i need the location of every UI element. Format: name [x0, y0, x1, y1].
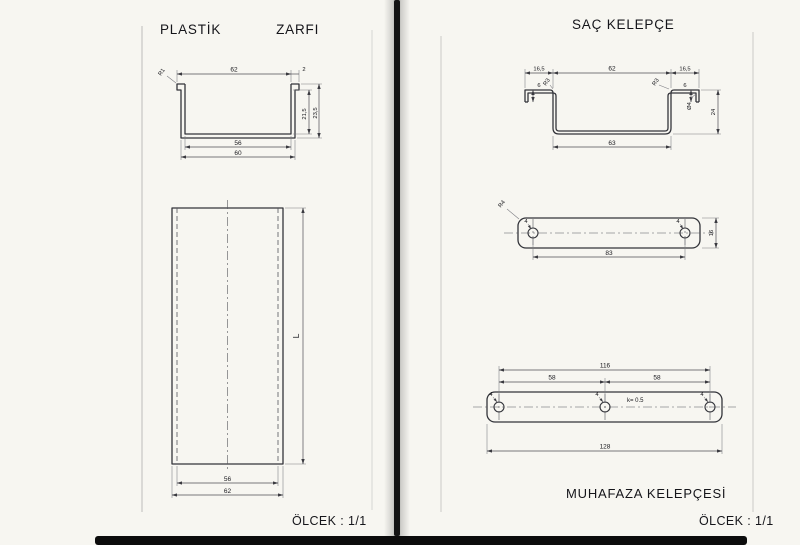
dim-chain-top: [524, 69, 700, 88]
hole-leader-center: [598, 396, 604, 403]
dim-inner-depth: [293, 89, 312, 135]
channel-profile: [176, 83, 300, 139]
left-page-title: PLASTİK ZARFI: [160, 22, 319, 37]
plastic-envelope-front-view: L 56 62: [171, 200, 306, 498]
dim-label-k-factor: k= 0.5: [627, 398, 644, 404]
right-page-title: SAÇ KELEPÇE: [572, 17, 675, 32]
dim-length-total: [486, 424, 723, 454]
dim-label-lip: 2: [302, 67, 305, 73]
right-scale-label: ÖLCEK : 1/1: [699, 514, 774, 528]
dim-label-span-right: 58: [653, 375, 661, 382]
dim-span-halves: [498, 378, 711, 402]
dim-label-span-total: 116: [600, 363, 611, 370]
dim-label-top-width: 62: [230, 67, 238, 74]
left-title-word-1: PLASTİK: [160, 22, 222, 37]
dim-label-lip-right: 6: [683, 83, 686, 89]
plastic-channel-section-view: 62 2 R1 21,5 23,5 56 60: [158, 67, 322, 160]
left-scale-label: ÖLCEK : 1/1: [292, 514, 367, 528]
right-page-fold-line: [440, 36, 442, 512]
hole-leader-right: [703, 396, 709, 403]
dim-label-inner-width: 56: [224, 476, 232, 483]
clamp-section-view: 16,5 62 16,5 6 6 R3 R3 Ø4 24: [524, 66, 721, 150]
hole-right: [679, 227, 691, 239]
dim-span-total: [498, 366, 711, 402]
dim-label-lip-left: 6: [537, 83, 540, 89]
radius-leader-r1: [166, 75, 177, 84]
hole-leader-right: [679, 223, 684, 230]
envelope-outline: [171, 200, 284, 472]
dim-label-inner-width: 56: [234, 140, 242, 147]
dim-label-length-total: 128: [600, 444, 611, 451]
dim-label-outer-height: 23,5: [313, 107, 319, 118]
right-page-edge: [752, 32, 754, 512]
dim-label-hole-right: 4: [700, 392, 704, 398]
dim-length: [285, 207, 306, 465]
dim-outer-height: [297, 83, 322, 139]
dim-label-hole-left: 4: [489, 392, 493, 398]
guard-outline: [473, 391, 736, 423]
hole-leader-left: [527, 223, 532, 230]
radius-leader-r3-left: [549, 84, 554, 90]
left-page-right-edge: [371, 30, 373, 510]
dim-label-hole-dia: Ø4: [687, 101, 693, 110]
dim-label-top-width: 62: [608, 66, 616, 73]
hole-left: [527, 227, 539, 239]
dim-label-r1: R1: [158, 68, 167, 78]
dim-label-flange-right: 16,5: [679, 67, 690, 73]
dim-inner-width: [176, 466, 279, 486]
dim-height: [673, 89, 721, 135]
dim-inner-width: [184, 136, 292, 150]
clamp-outline: [504, 217, 714, 249]
dim-bottom-width: [552, 136, 672, 150]
guard-clamp-top-view: 116 58 58 4 4 4 k= 0.5 128: [473, 363, 736, 454]
dim-label-length: L: [291, 333, 301, 338]
radius-leader-r4: [506, 208, 520, 220]
book-spine: [394, 0, 400, 536]
dim-label-span-left: 58: [548, 375, 556, 382]
dim-label-r3-right: R3: [652, 78, 661, 88]
right-page-caption: MUHAFAZA KELEPÇESİ: [566, 486, 727, 501]
dim-outer-width: [171, 466, 284, 498]
scan-bottom-edge: [95, 536, 747, 545]
dim-label-hole-spacing: 83: [605, 250, 613, 257]
radius-leader-r3-right: [658, 84, 670, 90]
dim-label-outer-width: 62: [224, 488, 232, 495]
clamp-top-view: R4 4 4 83 16: [498, 199, 719, 260]
dim-label-hole-right: 4: [676, 219, 680, 225]
dim-label-hole-left: 4: [524, 219, 528, 225]
dim-label-bar-height: 16: [709, 230, 715, 236]
hole-dia-leader: [690, 93, 697, 99]
dim-top-width: [176, 70, 300, 82]
dim-label-height: 24: [711, 108, 717, 115]
dim-outer-width: [180, 140, 296, 160]
dim-label-outer-width: 60: [234, 150, 242, 157]
hole-leader-left: [492, 396, 498, 403]
dim-label-bottom-width: 63: [608, 140, 616, 147]
left-page-fold-line: [141, 26, 143, 512]
dim-label-r3-left: R3: [543, 78, 552, 88]
dim-label-inner-depth: 21,5: [302, 108, 308, 119]
dim-label-r4: R4: [498, 199, 508, 209]
hat-profile: [524, 89, 700, 135]
dim-label-flange-left: 16,5: [533, 67, 544, 73]
left-title-word-2: ZARFI: [276, 22, 320, 37]
dim-label-hole-center: 4: [595, 392, 599, 398]
dim-hole-spacing: [532, 239, 686, 260]
dim-bar-height: [702, 217, 719, 249]
